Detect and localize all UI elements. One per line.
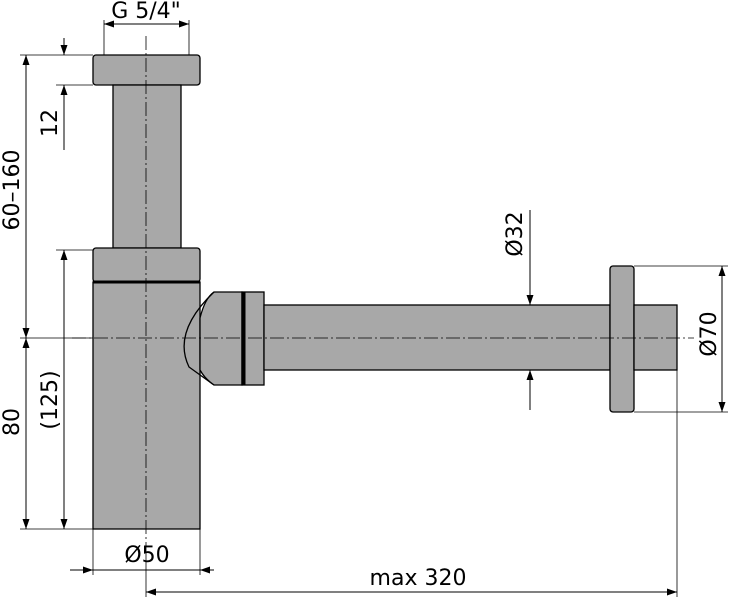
trap-body xyxy=(92,281,201,530)
wall-pipe-stub xyxy=(633,304,678,371)
outlet-elbow xyxy=(199,291,243,386)
top-nut xyxy=(92,54,201,86)
label-flange-diameter: Ø70 xyxy=(697,311,722,356)
inlet-pipe xyxy=(112,84,182,249)
label-adjustable-height: 60–160 xyxy=(0,150,25,231)
center-axes xyxy=(72,36,694,552)
label-max-length: max 320 xyxy=(370,566,467,591)
label-body-height: 80 xyxy=(0,408,25,436)
label-pipe-diameter: Ø32 xyxy=(503,211,528,256)
label-thread: G 5/4" xyxy=(111,0,181,24)
body-cap xyxy=(92,247,201,283)
label-top-height: 12 xyxy=(38,109,63,137)
wall-flange xyxy=(609,265,635,413)
outlet-pipe xyxy=(263,304,611,371)
elbow-curve xyxy=(183,291,215,386)
dimension-labels: G 5/4" 12 60–160 80 (125) Ø50 Ø32 Ø70 ma… xyxy=(0,0,722,591)
trap-parts xyxy=(92,54,678,530)
label-body-diameter: Ø50 xyxy=(124,543,169,568)
label-body-height-alt: (125) xyxy=(38,370,63,429)
dimension-lines xyxy=(22,20,726,596)
